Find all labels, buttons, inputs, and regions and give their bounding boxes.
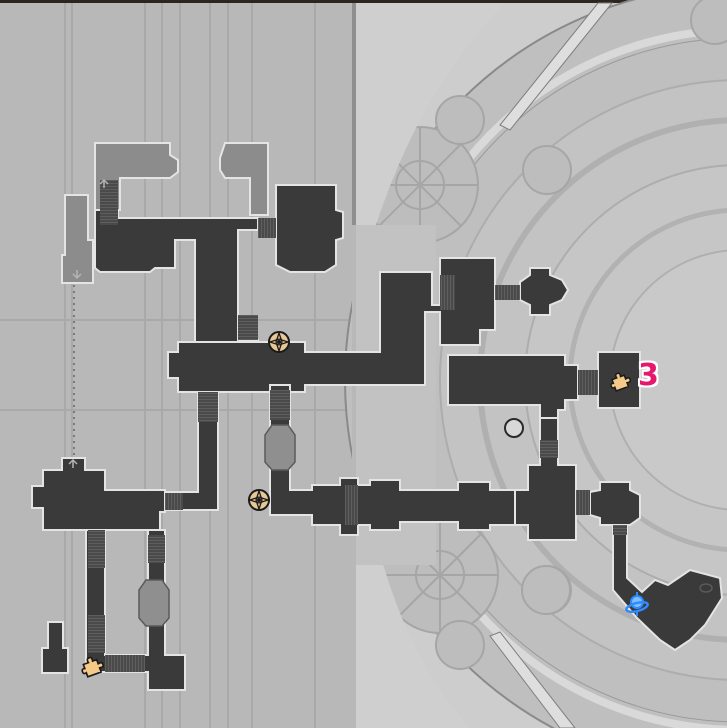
space-anchor-marker[interactable] <box>623 590 651 618</box>
warp-compass-lower[interactable] <box>247 488 271 512</box>
direction-arrows <box>68 178 109 468</box>
rooms <box>31 142 724 691</box>
top-border <box>0 0 727 3</box>
round-node <box>504 418 524 438</box>
warp-compass-upper[interactable] <box>267 330 291 354</box>
capsule-rooms <box>138 424 296 627</box>
puzzle-piece-marker[interactable] <box>609 370 631 392</box>
puzzle-piece-icon <box>81 656 104 678</box>
compass-waypoint-icon <box>247 488 271 512</box>
puzzle-piece-icon <box>610 372 631 392</box>
puzzle-number-label: 3 <box>638 358 659 393</box>
teleport-anchor-icon <box>625 592 649 616</box>
floor-rails <box>0 3 355 728</box>
puzzle-piece-marker[interactable] <box>80 654 104 678</box>
compass-waypoint-icon <box>267 330 291 354</box>
stairs <box>88 180 627 672</box>
